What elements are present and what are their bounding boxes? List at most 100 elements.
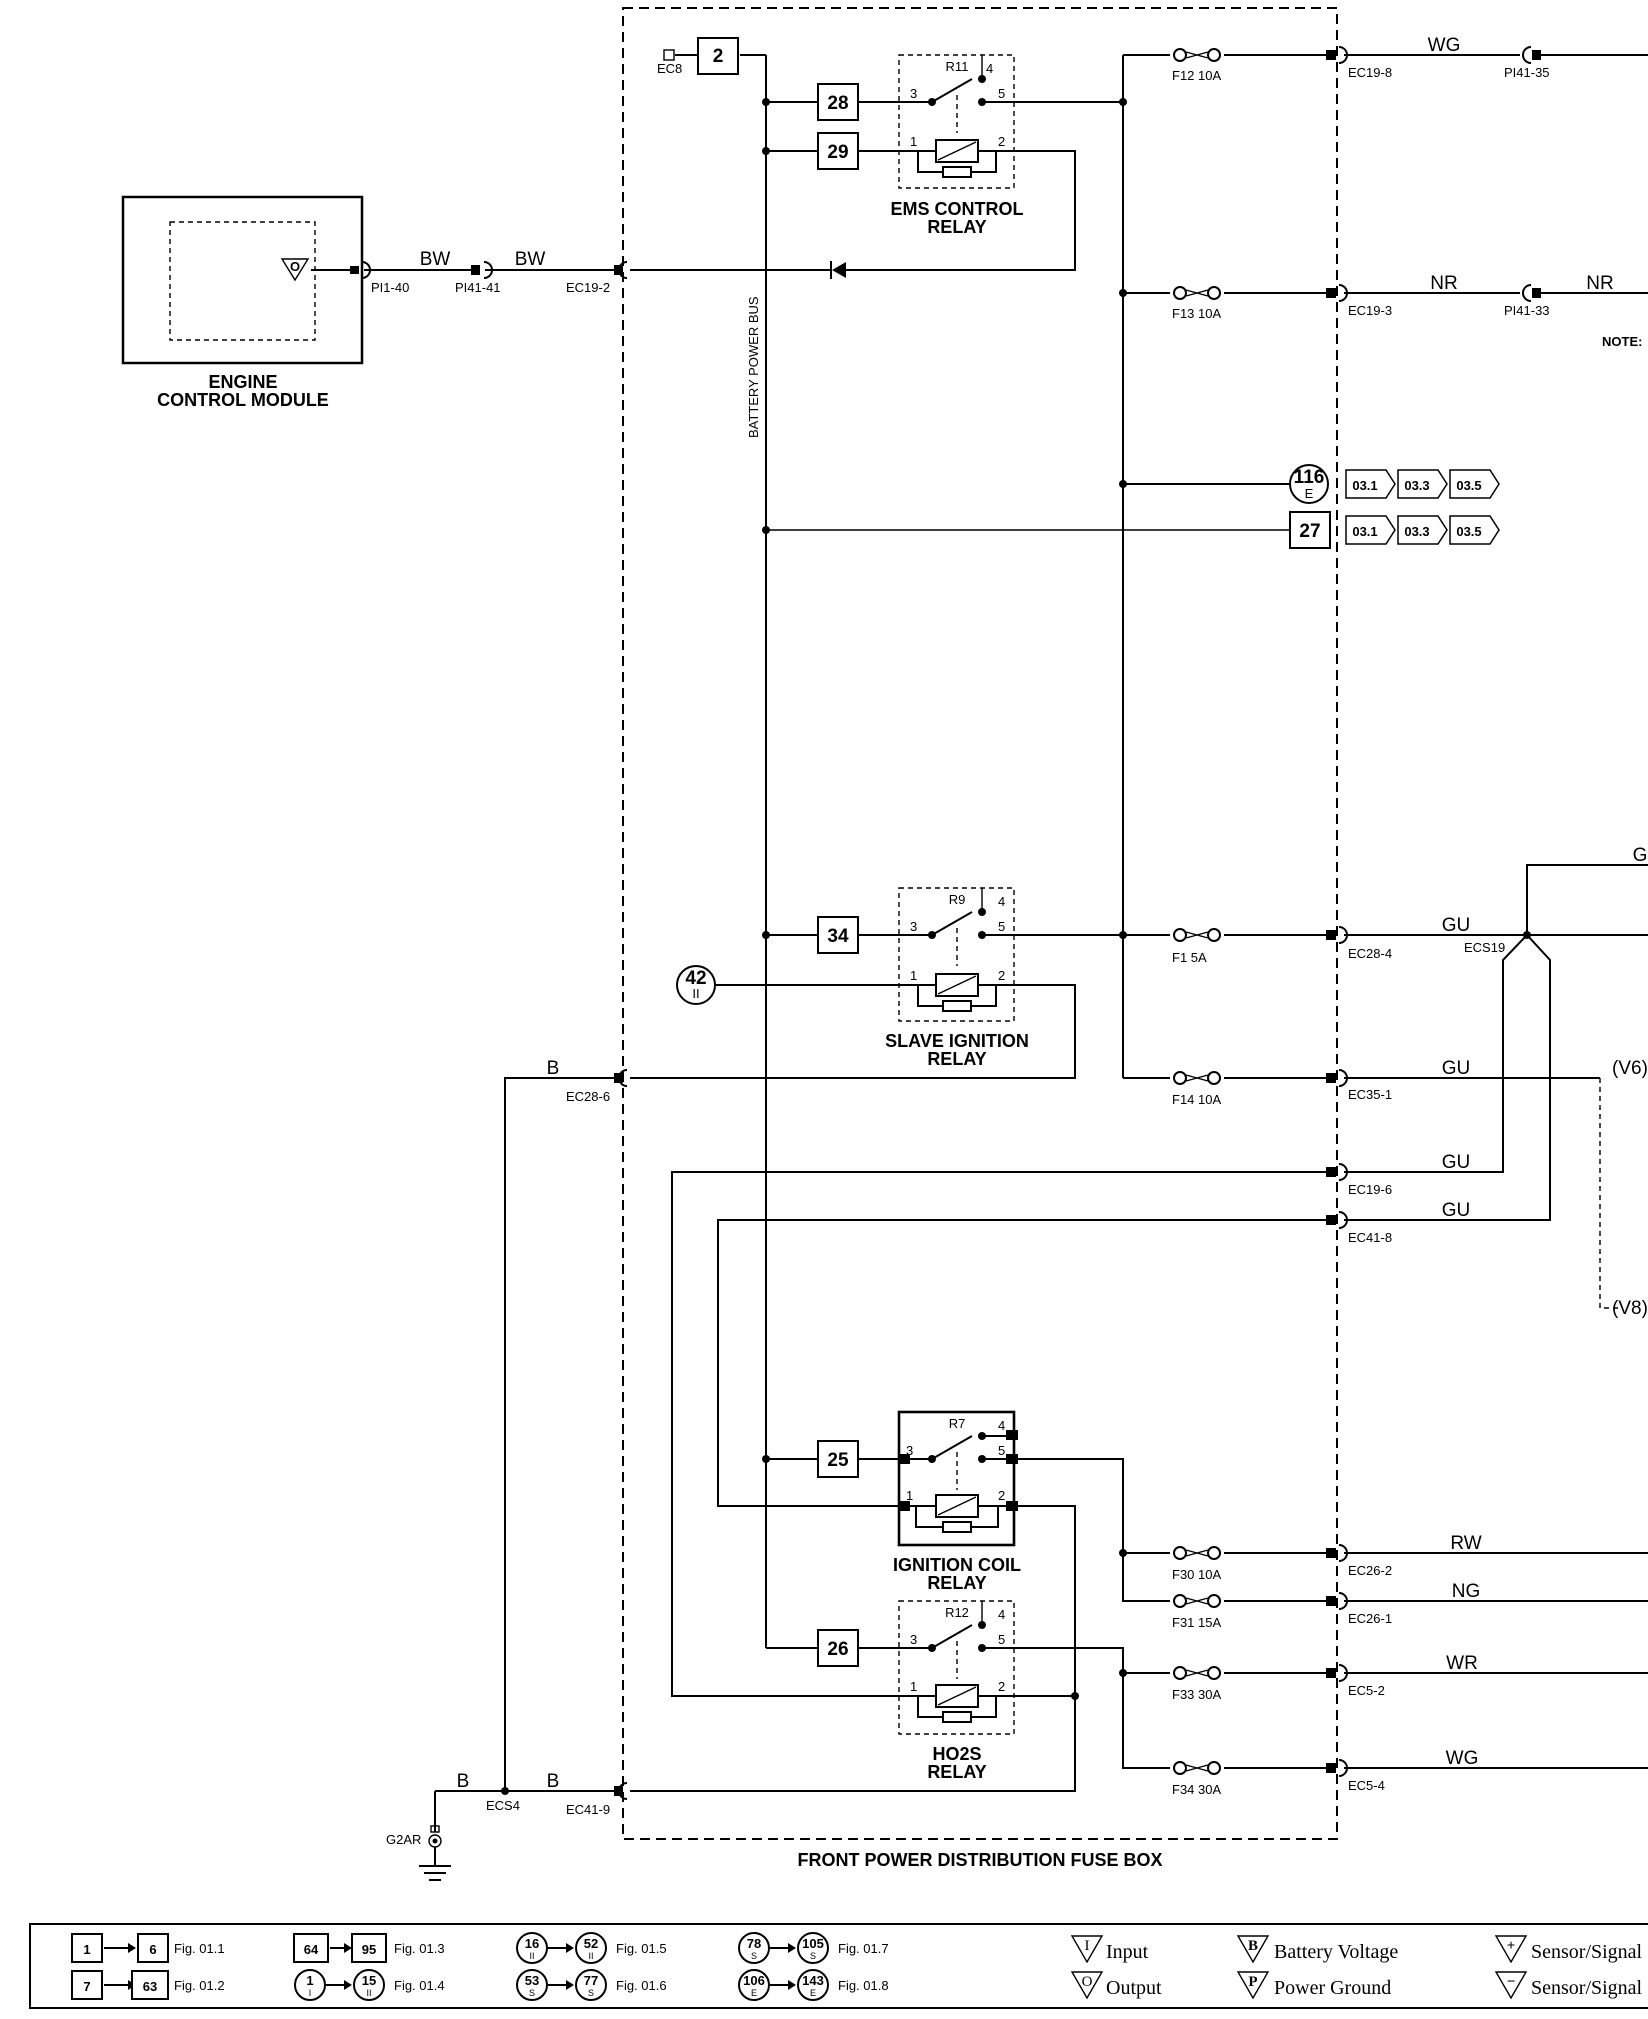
input-icon: I [1085,1938,1090,1954]
legend-sensor-negative: − Sensor/Signal [1494,1971,1643,2000]
relay-r7-id: R7 [949,1416,966,1431]
fuse-f14: F14 10A [1172,1071,1221,1107]
svg-text:95: 95 [362,1942,376,1957]
svg-text:EC8: EC8 [657,61,682,76]
note-label: NOTE: [1602,334,1642,349]
svg-text:EC35-1: EC35-1 [1348,1087,1392,1102]
power-ground-icon: P [1248,1974,1257,1990]
svg-text:3: 3 [910,86,917,101]
connector-ec19-3: EC19-3 [1326,284,1392,318]
svg-text:S: S [751,1951,757,1961]
reference-boxes: 2 28 29 34 25 26 27 116 E 42 II 03.1 03.… [676,37,1500,1667]
svg-text:EC28-4: EC28-4 [1348,946,1392,961]
svg-text:3: 3 [910,1632,917,1647]
wire-label: GU [1442,915,1471,936]
svg-text:F34 30A: F34 30A [1172,1782,1221,1797]
ho2s-relay-title-2: RELAY [927,1762,986,1782]
svg-text:Fig. 01.5: Fig. 01.5 [616,1941,667,1956]
fuse-f12: F12 10A [1172,48,1221,83]
connector-ec19-2: EC19-2 [566,261,628,295]
sensor-positive-icon: + [1507,1938,1516,1954]
svg-text:E: E [810,1988,816,1998]
svg-text:1: 1 [910,134,917,149]
coil-relay-title-2: RELAY [927,1573,986,1593]
svg-text:4: 4 [998,894,1005,909]
svg-text:F13 10A: F13 10A [1172,306,1221,321]
svg-text:PI41-35: PI41-35 [1504,65,1550,80]
ho2s-relay: R12 4 3 5 1 2 HO2S RELAY [898,1600,1015,1782]
legend-fig-01-2: 7 63 Fig. 01.2 [71,1970,225,2000]
svg-text:S: S [810,1951,816,1961]
ems-relay-title-1: EMS CONTROL [891,199,1024,219]
connector-ec26-2: EC26-2 [1326,1544,1392,1578]
svg-text:78: 78 [747,1936,761,1951]
page-tag: 03.1 [1352,478,1377,493]
ref-box-25: 25 [827,1450,849,1471]
svg-text:F14 10A: F14 10A [1172,1092,1221,1107]
connector-ec41-8: EC41-8 [1326,1211,1392,1245]
svg-text:7: 7 [83,1979,90,1994]
svg-text:F12 10A: F12 10A [1172,68,1221,83]
wire-label: NR [1586,273,1613,294]
ecm-pin-symbol: O [290,259,300,274]
legend: 1 6 Fig. 01.1 7 63 Fig. 01.2 64 95 Fig. … [29,1923,1648,2009]
svg-text:EC41-8: EC41-8 [1348,1230,1392,1245]
fuse-f31: F31 15A [1172,1594,1221,1630]
svg-text:EC19-8: EC19-8 [1348,65,1392,80]
svg-text:EC5-4: EC5-4 [1348,1778,1385,1793]
legend-frame [29,1923,1648,2009]
page-tag: 03.3 [1404,524,1429,539]
connector-pi41-41: PI41-41 [455,261,501,295]
slave-relay-title-2: RELAY [927,1049,986,1069]
svg-text:F30 10A: F30 10A [1172,1567,1221,1582]
wires [364,54,1648,1832]
variant-v6: (V6) [1612,1058,1648,1079]
svg-text:53: 53 [525,1973,539,1988]
svg-text:PI1-40: PI1-40 [371,280,409,295]
svg-text:4: 4 [998,1607,1005,1622]
ref-box-34: 34 [827,926,849,947]
svg-text:EC26-2: EC26-2 [1348,1563,1392,1578]
svg-text:EC19-2: EC19-2 [566,280,610,295]
connector-pi41-35: PI41-35 [1504,46,1550,80]
ref-circle-42: 42 [685,968,706,989]
svg-text:Fig. 01.1: Fig. 01.1 [174,1941,225,1956]
svg-text:1: 1 [83,1942,90,1957]
svg-text:II: II [588,1951,593,1961]
ems-control-relay: R11 4 3 5 1 2 EMS CONTROL RELAY [891,54,1024,237]
ref-circle-116: 116 [1294,467,1325,488]
svg-text:3: 3 [906,1443,913,1458]
svg-text:EC19-3: EC19-3 [1348,303,1392,318]
connector-ec41-9: EC41-9 [566,1782,628,1817]
svg-text:EC41-9: EC41-9 [566,1802,610,1817]
fuse-f13: F13 10A [1172,286,1221,321]
legend-fig-01-6: 53 S 77 S Fig. 01.6 [516,1969,667,2001]
wire-label: B [547,1058,560,1079]
svg-text:77: 77 [584,1973,598,1988]
svg-text:143: 143 [802,1973,824,1988]
ecm-title-1: ENGINE [208,372,277,392]
ecm-inner-outline [169,221,316,341]
fuse-f33: F33 30A [1172,1666,1221,1702]
svg-text:5: 5 [998,1632,1005,1647]
wire-label: BW [515,249,546,270]
wire-label: B [457,1771,470,1792]
svg-text:F31 15A: F31 15A [1172,1615,1221,1630]
svg-text:Battery Voltage: Battery Voltage [1274,1941,1398,1963]
page-tags-row-2: 03.1 03.3 03.5 [1345,515,1500,545]
wire-label: NR [1430,273,1457,294]
battery-voltage-icon: B [1248,1938,1258,1954]
connector-pi41-33: PI41-33 [1504,284,1550,318]
page-tags-row-1: 03.1 03.3 03.5 [1345,469,1500,499]
ref-circle-42-sub: II [692,986,699,1001]
legend-fig-01-7: 78 S 105 S Fig. 01.7 [738,1932,889,1964]
svg-text:F1 5A: F1 5A [1172,950,1207,965]
svg-text:64: 64 [304,1942,319,1957]
svg-text:5: 5 [998,1443,1005,1458]
svg-text:Input: Input [1106,1941,1149,1963]
page-tag: 03.5 [1456,524,1481,539]
ecm-pin [350,266,359,274]
legend-power-ground: P Power Ground [1236,1971,1391,2000]
connector-ec26-1: EC26-1 [1326,1592,1392,1626]
